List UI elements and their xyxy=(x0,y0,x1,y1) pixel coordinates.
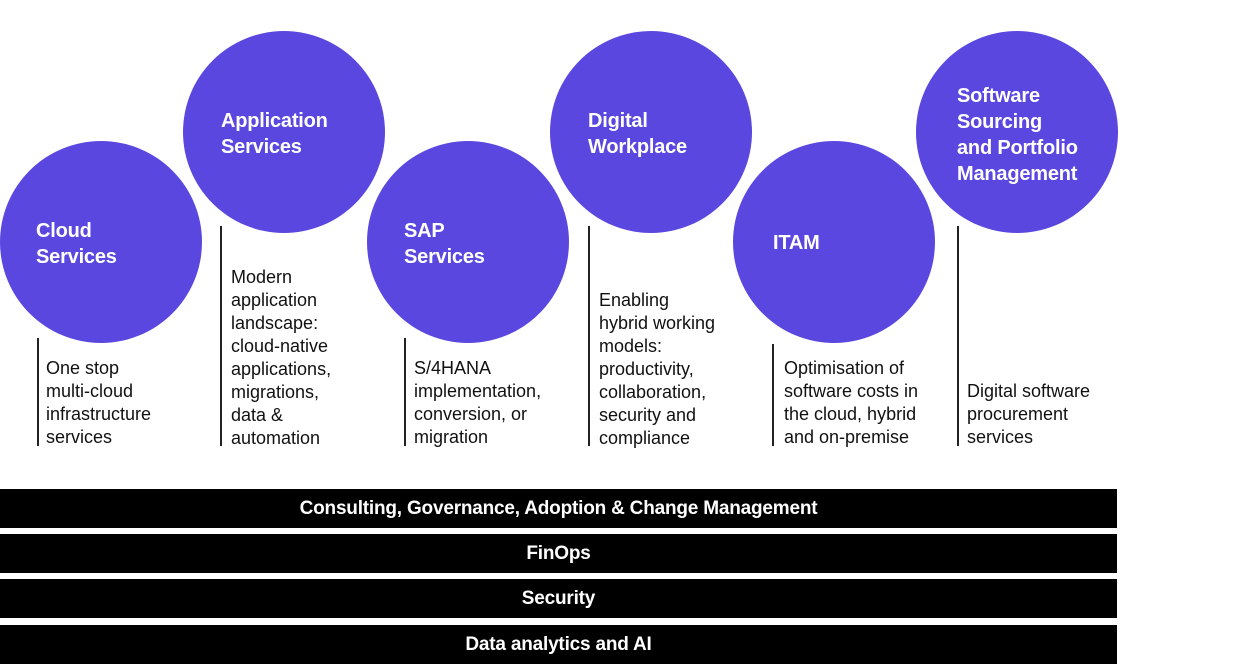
circle-sap-services: SAP Services xyxy=(367,141,569,343)
circle-itam: ITAM xyxy=(733,141,935,343)
bar-finops: FinOps xyxy=(0,534,1117,573)
description-digital: Enabling hybrid working models: producti… xyxy=(599,290,716,448)
description-itam: Optimisation of software costs in the cl… xyxy=(784,358,919,447)
bar-label: Consulting, Governance, Adoption & Chang… xyxy=(299,497,818,519)
circle-title: Digital Workplace xyxy=(588,110,687,158)
circle-title: Cloud Services xyxy=(36,220,117,268)
description-software: Digital software procurement services xyxy=(967,381,1091,447)
circle-title: Software Sourcing and Portfolio Manageme… xyxy=(957,85,1078,185)
circle-title: SAP Services xyxy=(404,220,485,268)
circle-application-services: Application Services xyxy=(183,31,385,233)
divider-digital xyxy=(588,226,590,446)
divider-cloud xyxy=(37,338,39,446)
circle-digital-workplace: Digital Workplace xyxy=(550,31,752,233)
circle-software-sourcing: Software Sourcing and Portfolio Manageme… xyxy=(916,31,1118,233)
description-application: Modern application landscape: cloud-nati… xyxy=(231,267,332,448)
description-cloud: One stop multi-cloud infrastructure serv… xyxy=(46,358,152,447)
divider-itam xyxy=(772,344,774,446)
circle-title: Application Services xyxy=(221,110,328,158)
circle-cloud-services: Cloud Services xyxy=(0,141,202,343)
bar-label: Security xyxy=(521,587,596,609)
divider-sap xyxy=(404,338,406,446)
bar-label: FinOps xyxy=(526,542,591,564)
bar-label: Data analytics and AI xyxy=(465,633,652,655)
divider-software xyxy=(957,226,959,446)
circle-title: ITAM xyxy=(773,232,820,254)
divider-application xyxy=(220,226,222,446)
description-sap: S/4HANA implementation, conversion, or m… xyxy=(414,358,542,447)
bar-data-analytics: Data analytics and AI xyxy=(0,625,1117,664)
bar-security: Security xyxy=(0,579,1117,618)
bar-consulting: Consulting, Governance, Adoption & Chang… xyxy=(0,489,1117,528)
